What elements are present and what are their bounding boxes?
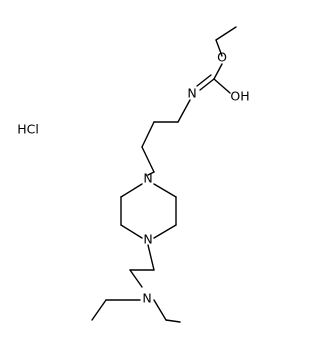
bond-linker-3 — [129, 269, 143, 288]
salt-label: HCl — [17, 122, 39, 137]
bond-ring-3 — [153, 224, 177, 239]
molecule-structure: O OH N N N N HCl — [17, 26, 250, 323]
bonds — [91, 26, 237, 323]
bond-carbonyl-c-oh — [213, 78, 231, 94]
bond-ethyl-right-1 — [153, 299, 167, 321]
bond-ring-4 — [120, 224, 143, 239]
bond-ethyl-left-2 — [91, 299, 107, 321]
bond-linker-1 — [147, 244, 155, 271]
bond-chain-4-n — [147, 171, 155, 176]
bond-o-carbonyl-c — [213, 63, 223, 80]
atom-oh: OH — [230, 89, 249, 104]
atom-n-piperazine-top: N — [143, 171, 152, 186]
bond-ring-1 — [153, 183, 177, 198]
bond-c-n-double-a — [199, 78, 215, 91]
bond-ethyl-ch3-ch2 — [215, 26, 237, 41]
bond-chain-3-4 — [141, 146, 155, 173]
bond-ethyl-right-2 — [165, 319, 181, 323]
bond-n-chain-1 — [177, 99, 191, 123]
bond-ring-6 — [120, 183, 143, 198]
bond-ethyl-ch2-o — [215, 39, 223, 57]
atom-labels: O OH N N N N HCl — [17, 50, 249, 306]
atom-o-ether: O — [217, 50, 227, 65]
atom-n-amine: N — [142, 291, 151, 306]
atom-n-piperazine-bottom: N — [143, 232, 152, 247]
atom-n-carbamate: N — [187, 86, 196, 101]
bond-chain-2-3 — [141, 121, 155, 148]
bond-c-n-double-b — [196, 74, 212, 87]
